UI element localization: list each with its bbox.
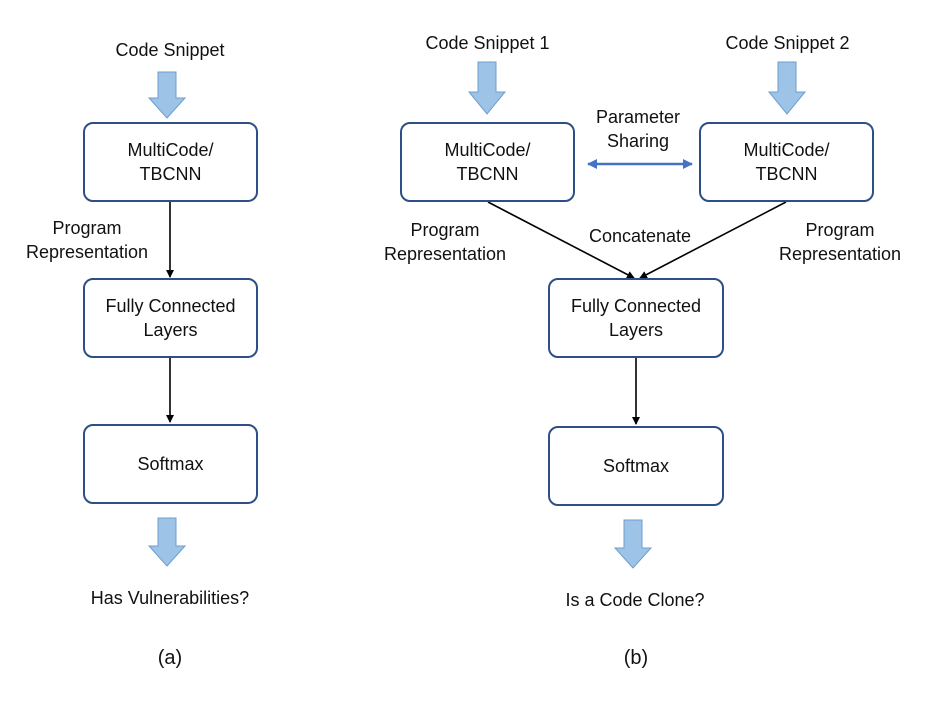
input-arrow-a bbox=[147, 71, 187, 119]
fc-label-line1-a: Fully Connected bbox=[105, 296, 236, 316]
fc-label-line2-a: Layers bbox=[143, 320, 198, 340]
sharing-line2: Sharing bbox=[606, 131, 670, 151]
encoder-label-line2-b2: TBCNN bbox=[755, 164, 818, 184]
connector-encoder2-to-fc-b bbox=[639, 201, 787, 279]
sharing-line1: Parameter bbox=[595, 107, 681, 127]
softmax-box-a: Softmax bbox=[83, 424, 258, 504]
encoder-label-line1-b1: MultiCode/ bbox=[444, 140, 531, 160]
fully-connected-box-a: Fully Connected Layers bbox=[83, 278, 258, 358]
encoder-label-line1-a: MultiCode/ bbox=[127, 140, 214, 160]
representation-line2-a: Representation bbox=[25, 242, 149, 262]
encoder-box-b1: MultiCode/ TBCNN bbox=[400, 122, 575, 202]
softmax-box-b: Softmax bbox=[548, 426, 724, 506]
encoder-label-line1-b2: MultiCode/ bbox=[743, 140, 830, 160]
input-label-b2: Code Snippet 2 bbox=[725, 33, 850, 53]
output-label-a: Has Vulnerabilities? bbox=[90, 588, 250, 608]
input-arrow-b2 bbox=[767, 61, 807, 115]
fc-label-line2-b: Layers bbox=[608, 320, 664, 340]
softmax-label-b: Softmax bbox=[602, 456, 670, 476]
output-arrow-a bbox=[147, 517, 187, 567]
concatenate-label: Concatenate bbox=[588, 226, 692, 246]
input-label-a: Code Snippet bbox=[115, 40, 225, 60]
representation-line1-a: Program bbox=[52, 218, 122, 238]
input-arrow-b1 bbox=[467, 61, 507, 115]
representation-line1-b2: Program bbox=[805, 220, 875, 240]
output-label-b: Is a Code Clone? bbox=[565, 590, 705, 610]
encoder-box-b2: MultiCode/ TBCNN bbox=[699, 122, 874, 202]
caption-b: (b) bbox=[623, 647, 649, 669]
parameter-sharing-label: Parameter Sharing bbox=[578, 105, 698, 153]
representation-line1-b1: Program bbox=[410, 220, 480, 240]
connector-encoder1-to-fc-b bbox=[487, 201, 635, 279]
encoder-box-a: MultiCode/ TBCNN bbox=[83, 122, 258, 202]
output-arrow-b bbox=[613, 519, 653, 569]
representation-label-a: Program Representation bbox=[12, 216, 162, 264]
caption-a: (a) bbox=[157, 647, 183, 669]
representation-line2-b1: Representation bbox=[383, 244, 507, 264]
softmax-label-a: Softmax bbox=[137, 454, 204, 474]
representation-label-b2: Program Representation bbox=[770, 218, 910, 266]
encoder-label-line2-a: TBCNN bbox=[139, 164, 202, 184]
fc-label-line1-b: Fully Connected bbox=[570, 296, 702, 316]
representation-line2-b2: Representation bbox=[778, 244, 902, 264]
input-label-b1: Code Snippet 1 bbox=[425, 33, 550, 53]
representation-label-b1: Program Representation bbox=[370, 218, 520, 266]
encoder-label-line2-b1: TBCNN bbox=[456, 164, 519, 184]
fully-connected-box-b: Fully Connected Layers bbox=[548, 278, 724, 358]
